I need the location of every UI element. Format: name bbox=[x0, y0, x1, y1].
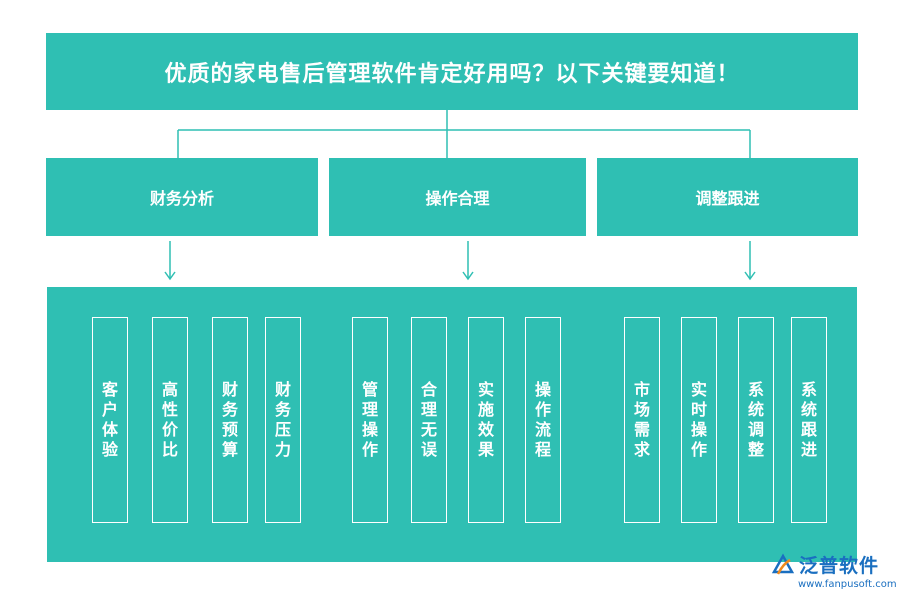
item-label: 操作流程 bbox=[534, 380, 551, 459]
logo-name: 泛普软件 bbox=[799, 555, 880, 577]
item-box: 系统调整 bbox=[738, 317, 774, 523]
item-label: 系统调整 bbox=[747, 380, 764, 459]
arrow-head-2 bbox=[462, 271, 474, 281]
item-box: 管理操作 bbox=[352, 317, 388, 523]
item-box: 合理无误 bbox=[411, 317, 447, 523]
item-box: 高性价比 bbox=[152, 317, 188, 523]
brand-logo: 泛普软件 bbox=[770, 551, 879, 578]
item-label: 系统跟进 bbox=[800, 380, 817, 459]
item-box: 财务压力 bbox=[265, 317, 301, 523]
item-box: 操作流程 bbox=[525, 317, 561, 523]
item-label: 合理无误 bbox=[420, 380, 437, 459]
item-box: 客户体验 bbox=[92, 317, 128, 523]
diagram-title: 优质的家电售后管理软件肯定好用吗？以下关键要知道！ bbox=[46, 33, 858, 110]
item-box: 实施效果 bbox=[468, 317, 504, 523]
item-label: 高性价比 bbox=[161, 380, 178, 459]
detail-panel: 客户体验 高性价比 财务预算 财务压力 管理操作 合理无误 实施效果 操作流程 … bbox=[47, 287, 857, 562]
item-label: 客户体验 bbox=[101, 380, 118, 459]
item-box: 实时操作 bbox=[681, 317, 717, 523]
logo-mark-icon bbox=[771, 552, 795, 575]
item-label: 管理操作 bbox=[361, 380, 378, 459]
arrow-head-1 bbox=[164, 271, 176, 281]
item-box: 市场需求 bbox=[624, 317, 660, 523]
item-label: 财务预算 bbox=[221, 380, 238, 459]
item-label: 实时操作 bbox=[690, 380, 707, 459]
arrow-head-3 bbox=[744, 271, 756, 281]
category-box-finance: 财务分析 bbox=[46, 158, 318, 236]
item-box: 财务预算 bbox=[212, 317, 248, 523]
logo-url: www.fanpusoft.com bbox=[798, 579, 897, 590]
item-box: 系统跟进 bbox=[791, 317, 827, 523]
category-box-adjust: 调整跟进 bbox=[597, 158, 858, 236]
item-label: 实施效果 bbox=[477, 380, 494, 459]
category-box-operation: 操作合理 bbox=[329, 158, 586, 236]
item-label: 财务压力 bbox=[274, 380, 291, 459]
category-label: 调整跟进 bbox=[695, 189, 760, 208]
category-label: 操作合理 bbox=[425, 189, 490, 208]
item-label: 市场需求 bbox=[633, 380, 650, 459]
category-label: 财务分析 bbox=[149, 189, 214, 208]
